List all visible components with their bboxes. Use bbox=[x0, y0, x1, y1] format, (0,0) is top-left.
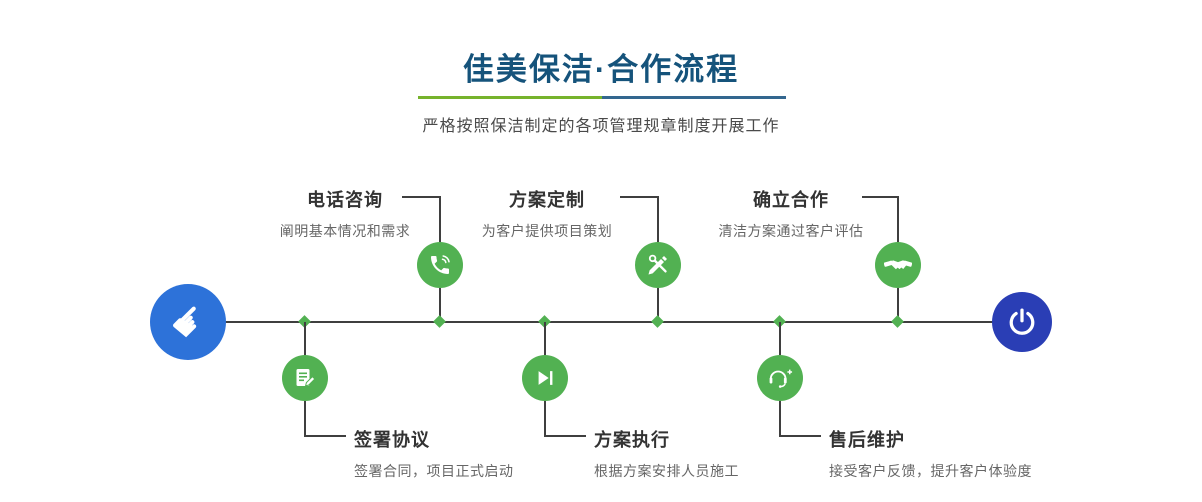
connector-line bbox=[897, 196, 899, 242]
connector-line bbox=[657, 196, 659, 242]
connector-line bbox=[544, 322, 546, 355]
connector-line bbox=[779, 322, 781, 355]
step-node-sign bbox=[282, 355, 328, 401]
handshake-icon bbox=[884, 260, 912, 270]
connector-line bbox=[544, 435, 586, 437]
timeline-diamond bbox=[651, 315, 664, 328]
step-label-sign-agreement: 签署协议 签署合同，项目正式启动 bbox=[354, 426, 514, 481]
step-node-aftersales bbox=[757, 355, 803, 401]
connector-line bbox=[439, 196, 441, 242]
step-label-plan-execute: 方案执行 根据方案安排人员施工 bbox=[594, 426, 739, 481]
timeline-end-node bbox=[992, 292, 1052, 352]
pointing-hand-icon: ☛ bbox=[161, 293, 218, 351]
step-title: 售后维护 bbox=[829, 430, 905, 450]
headset-support-icon bbox=[769, 369, 793, 388]
step-label-plan-custom: 方案定制 为客户提供项目策划 bbox=[442, 186, 652, 241]
step-node-execute bbox=[522, 355, 568, 401]
step-title: 方案定制 bbox=[509, 190, 585, 210]
connector-line bbox=[657, 288, 659, 322]
timeline-start-node: ☛ bbox=[150, 284, 226, 360]
connector-line bbox=[439, 288, 441, 322]
step-desc: 签署合同，项目正式启动 bbox=[354, 463, 514, 479]
page-title: 佳美保洁·合作流程 bbox=[462, 52, 740, 87]
divider-green-segment bbox=[418, 96, 602, 99]
power-icon bbox=[1009, 308, 1035, 335]
timeline-diamond bbox=[891, 315, 904, 328]
connector-line bbox=[304, 435, 346, 437]
connector-line bbox=[862, 196, 898, 198]
step-node-handshake bbox=[875, 242, 921, 288]
connector-line bbox=[779, 435, 821, 437]
step-label-establish-coop: 确立合作 清洁方案通过客户评估 bbox=[686, 186, 896, 241]
connector-line bbox=[304, 401, 306, 436]
step-title: 方案执行 bbox=[594, 430, 670, 450]
step-title: 签署协议 bbox=[354, 430, 430, 450]
connector-line bbox=[304, 322, 306, 355]
sign-document-icon bbox=[296, 369, 316, 387]
divider-blue-segment bbox=[602, 96, 786, 99]
connector-line bbox=[897, 288, 899, 322]
connector-line bbox=[402, 196, 440, 198]
step-label-phone-consult: 电话咨询 阐明基本情况和需求 bbox=[240, 186, 450, 241]
step-desc: 阐明基本情况和需求 bbox=[279, 223, 411, 239]
step-label-after-sales: 售后维护 接受客户反馈，提升客户体验度 bbox=[829, 426, 1032, 481]
title-divider bbox=[418, 96, 786, 99]
phone-icon bbox=[431, 255, 450, 274]
connector-line bbox=[779, 401, 781, 436]
timeline-diamond bbox=[433, 315, 446, 328]
step-node-design bbox=[635, 242, 681, 288]
play-execute-icon bbox=[538, 371, 553, 385]
step-desc: 清洁方案通过客户评估 bbox=[718, 223, 864, 239]
timeline-line bbox=[188, 321, 1022, 323]
step-desc: 为客户提供项目策划 bbox=[481, 223, 613, 239]
page-subtitle: 严格按照保洁制定的各项管理规章制度开展工作 bbox=[422, 118, 780, 135]
design-tools-icon bbox=[648, 254, 667, 275]
connector-line bbox=[544, 401, 546, 436]
step-title: 确立合作 bbox=[753, 190, 829, 210]
step-desc: 接受客户反馈，提升客户体验度 bbox=[829, 463, 1032, 479]
step-node-phone bbox=[417, 242, 463, 288]
connector-line bbox=[620, 196, 658, 198]
step-desc: 根据方案安排人员施工 bbox=[594, 463, 739, 479]
step-title: 电话咨询 bbox=[307, 190, 383, 210]
